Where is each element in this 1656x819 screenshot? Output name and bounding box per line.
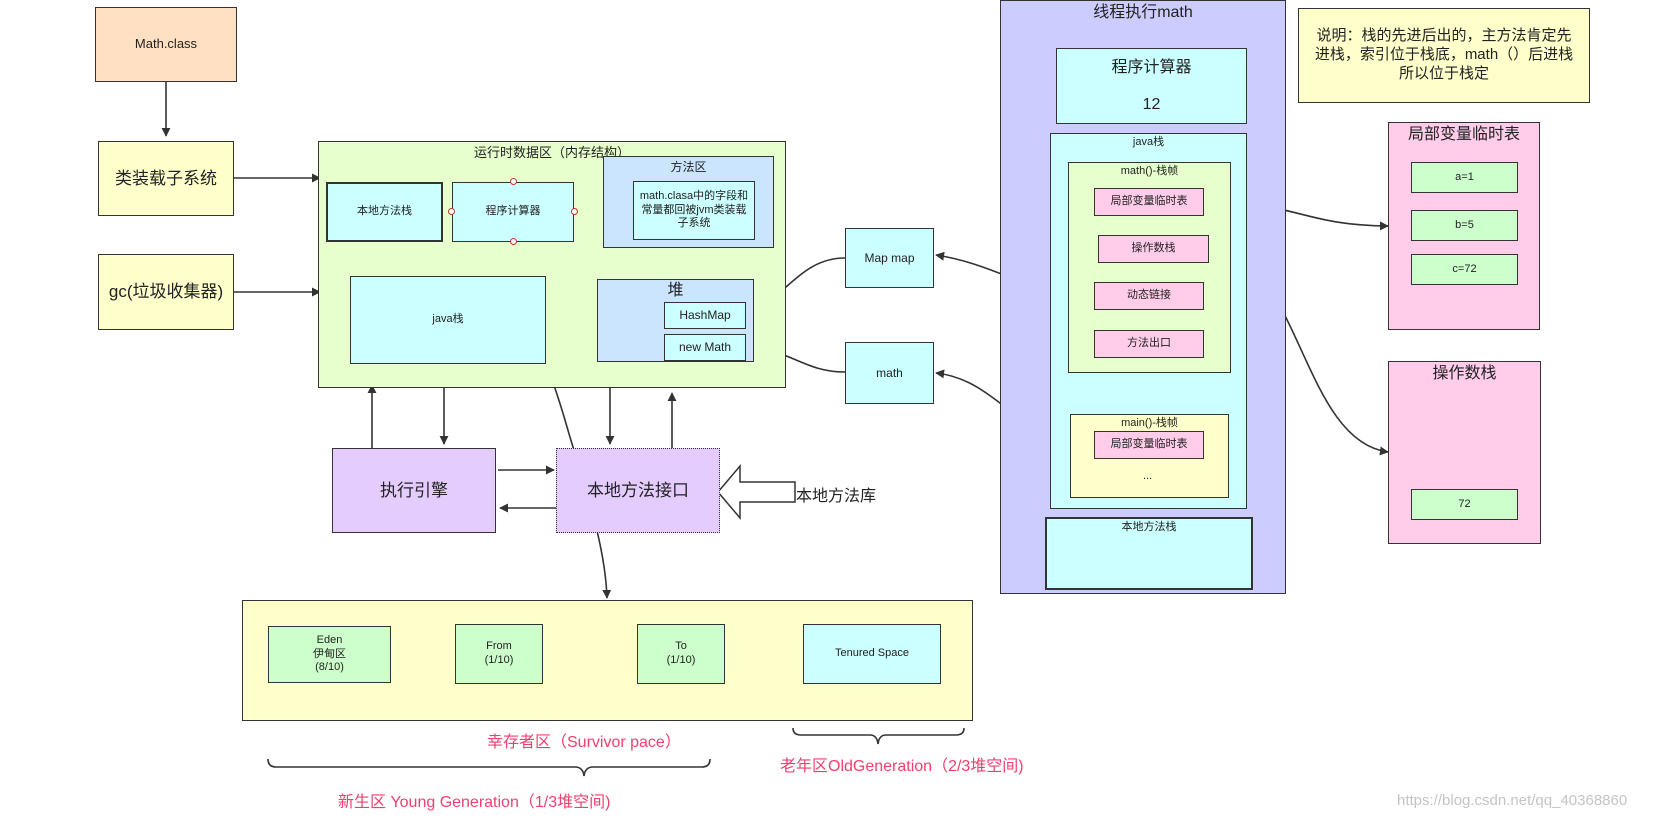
new-math-text: new Math bbox=[678, 340, 732, 354]
tenured-space-node: Tenured Space bbox=[803, 624, 941, 684]
to-node: To (1/10) bbox=[637, 624, 725, 684]
young-generation-label: 新生区 Young Generation（1/3堆空间) bbox=[338, 794, 611, 811]
thread-native-stack-title: 本地方法栈 bbox=[1121, 521, 1177, 533]
operand-stack-title: 操作数栈 bbox=[1432, 365, 1497, 382]
runtime-area-title: 运行时数据区（内存结构） bbox=[473, 145, 630, 160]
hashmap-text: HashMap bbox=[679, 308, 731, 322]
thread-pc-value: 12 bbox=[1142, 95, 1161, 113]
thread-native-stack-node: 本地方法栈 bbox=[1045, 517, 1253, 590]
to-line-1: To bbox=[675, 640, 687, 653]
old-generation-label: 老年区OldGeneration（2/3堆空间) bbox=[780, 758, 1024, 775]
eden-line-1: Eden bbox=[316, 633, 343, 646]
local-var-table-title: 局部变量临时表 bbox=[1407, 126, 1520, 143]
var-c-text: c=72 bbox=[1452, 262, 1477, 275]
native-interface-node: 本地方法接口 bbox=[556, 448, 720, 533]
note-text: 说明：栈的先进后出的，主方法肯定先进栈，索引位于栈底，math（）后进栈所以位于… bbox=[1314, 27, 1574, 82]
thread-pc-label: 程序计算器 bbox=[1111, 58, 1192, 76]
selection-handle-right bbox=[571, 208, 578, 215]
operand-stack-node: 操作数栈 bbox=[1098, 235, 1209, 263]
edge-old-brace bbox=[792, 727, 965, 745]
var-b-text: b=5 bbox=[1455, 218, 1474, 231]
java-stack-text: java栈 bbox=[432, 313, 464, 326]
tenured-space-text: Tenured Space bbox=[835, 647, 909, 660]
dynamic-link-node: 动态链接 bbox=[1094, 282, 1204, 310]
local-var-table-node: 局部变量临时表 bbox=[1094, 188, 1204, 216]
eden-line-3: (8/10) bbox=[315, 661, 344, 674]
hashmap-node: HashMap bbox=[664, 302, 746, 329]
method-area-note-node: math.clasa中的字段和常量都回被jvm类装载子系统 bbox=[633, 181, 755, 240]
thread-program-counter-node: 程序计算器 12 bbox=[1056, 48, 1247, 124]
from-line-1: From bbox=[486, 640, 512, 653]
native-interface-text: 本地方法接口 bbox=[587, 480, 689, 500]
map-map-node: Map map bbox=[845, 228, 934, 288]
method-exit-text: 方法出口 bbox=[1127, 337, 1171, 350]
native-library-label: 本地方法库 bbox=[796, 488, 877, 505]
map-map-text: Map map bbox=[864, 250, 915, 265]
gc-node: gc(垃圾收集器) bbox=[98, 254, 234, 330]
execution-engine-node: 执行引擎 bbox=[332, 448, 496, 533]
dynamic-link-text: 动态链接 bbox=[1127, 289, 1171, 302]
math-class-node: Math.class bbox=[95, 7, 237, 82]
from-node: From (1/10) bbox=[455, 624, 543, 684]
eden-line-2: 伊甸区 bbox=[313, 647, 346, 660]
selection-handle-top bbox=[510, 178, 517, 185]
native-method-stack-text: 本地方法栈 bbox=[357, 205, 412, 218]
operand-value-text: 72 bbox=[1458, 497, 1471, 510]
native-library-arrow bbox=[717, 463, 796, 521]
from-line-2: (1/10) bbox=[484, 654, 514, 666]
heap-title: 堆 bbox=[667, 282, 684, 299]
math-class-text: Math.class bbox=[134, 36, 198, 52]
eden-node: Eden 伊甸区 (8/10) bbox=[268, 626, 391, 683]
main-frame-ellipsis: ... bbox=[1143, 470, 1153, 482]
class-loader-node: 类装载子系统 bbox=[98, 141, 234, 216]
selection-handle-bottom bbox=[510, 238, 517, 245]
thread-title: 线程执行math bbox=[1093, 4, 1193, 21]
var-a-node: a=1 bbox=[1411, 162, 1518, 193]
main-local-var-text: 局部变量临时表 bbox=[1110, 438, 1188, 451]
var-a-text: a=1 bbox=[1455, 170, 1474, 183]
thread-java-stack-title: java栈 bbox=[1132, 136, 1165, 148]
operand-stack-text: 操作数栈 bbox=[1131, 242, 1176, 255]
method-exit-node: 方法出口 bbox=[1094, 330, 1204, 358]
main-local-var-node: 局部变量临时表 bbox=[1094, 431, 1204, 459]
survivor-label: 幸存者区（Survivor pace） bbox=[487, 734, 681, 751]
program-counter-text: 程序计算器 bbox=[485, 205, 541, 218]
math-ref-text: math bbox=[876, 365, 903, 380]
var-c-node: c=72 bbox=[1411, 254, 1518, 285]
watermark: https://blog.csdn.net/qq_40368860 bbox=[1397, 792, 1628, 809]
java-stack-node: java栈 bbox=[350, 276, 546, 364]
math-ref-node: math bbox=[845, 342, 934, 404]
local-var-table-text: 局部变量临时表 bbox=[1110, 195, 1188, 208]
edge-young-brace bbox=[267, 758, 711, 777]
method-area-note-text: math.clasa中的字段和常量都回被jvm类装载子系统 bbox=[639, 189, 749, 230]
method-area-title: 方法区 bbox=[670, 160, 707, 174]
operand-value-node: 72 bbox=[1411, 489, 1518, 520]
math-frame-title: math()-栈帧 bbox=[1120, 165, 1179, 177]
selection-handle-left bbox=[448, 208, 455, 215]
to-line-2: (1/10) bbox=[666, 654, 696, 666]
main-frame-title: main()-栈帧 bbox=[1121, 417, 1178, 429]
new-math-node: new Math bbox=[664, 334, 746, 361]
note-node: 说明：栈的先进后出的，主方法肯定先进栈，索引位于栈底，math（）后进栈所以位于… bbox=[1298, 8, 1590, 103]
gc-text: gc(垃圾收集器) bbox=[108, 282, 224, 302]
program-counter-node: 程序计算器 bbox=[452, 182, 574, 242]
native-method-stack-node: 本地方法栈 bbox=[326, 182, 443, 242]
var-b-node: b=5 bbox=[1411, 210, 1518, 241]
execution-engine-text: 执行引擎 bbox=[380, 480, 448, 500]
class-loader-text: 类装载子系统 bbox=[115, 168, 217, 188]
